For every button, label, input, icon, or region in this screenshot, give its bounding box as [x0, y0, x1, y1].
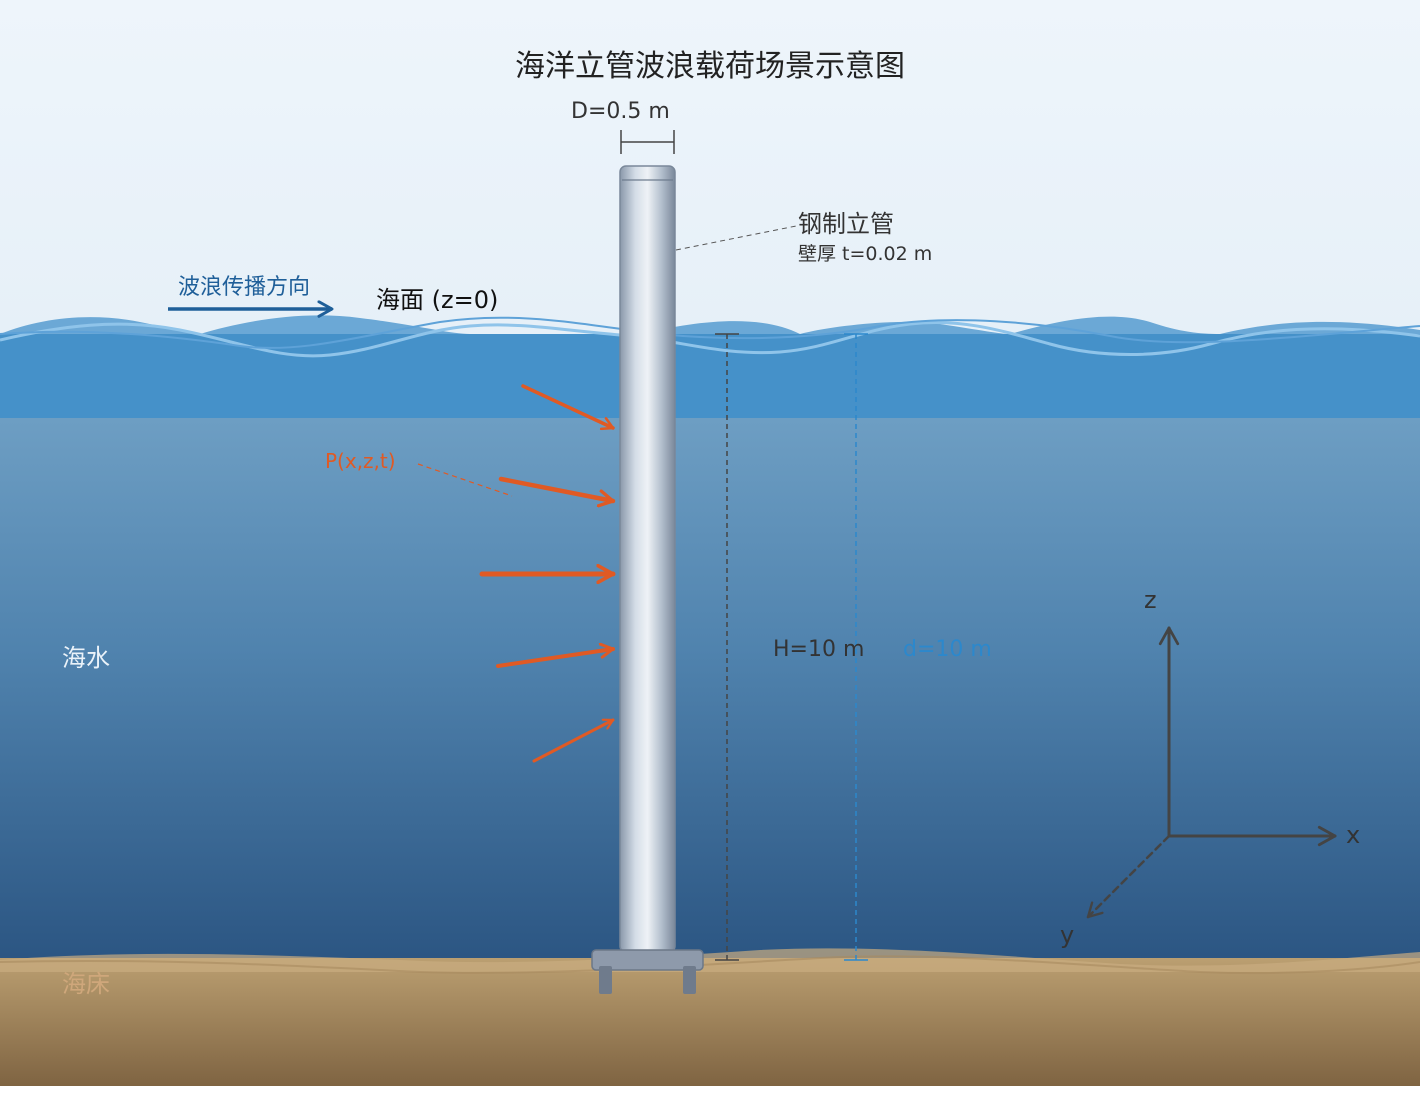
- riser-base-plate: [591, 949, 704, 971]
- pressure-leader-line: [417, 463, 513, 497]
- seawater-body: [0, 334, 1420, 964]
- surface-water-layer: [0, 334, 1420, 418]
- seabed-body: [0, 958, 1420, 1086]
- seabed-ripples-dark: [0, 955, 1420, 975]
- wall-thickness-label: 壁厚 t=0.02 m: [798, 243, 933, 265]
- pressure-arrow-2: [498, 476, 616, 501]
- diameter-label: D=0.5 m: [571, 99, 670, 124]
- seawater-label: 海水: [62, 644, 110, 672]
- x-axis-label: x: [1346, 821, 1361, 849]
- pressure-arrow-5: [532, 718, 615, 763]
- pressure-arrow-1: [521, 384, 615, 428]
- wave-direction-label: 波浪传播方向: [178, 275, 311, 300]
- diameter-dimension: [620, 130, 675, 154]
- riser-leader-line: [675, 225, 797, 251]
- height-label: H=10 m: [773, 637, 865, 662]
- riser-name-label: 钢制立管: [798, 210, 894, 238]
- y-axis-label: y: [1060, 921, 1075, 949]
- pressure-arrows: [479, 384, 616, 763]
- sky-background: [0, 0, 1420, 340]
- wave-crests: [0, 315, 1420, 334]
- seabed-ripples: [0, 948, 1420, 972]
- depth-dimension: [844, 333, 868, 961]
- pressure-label: P(x,z,t): [325, 449, 396, 473]
- diagram-title: 海洋立管波浪载荷场景示意图: [515, 49, 905, 84]
- pressure-arrow-4: [496, 649, 615, 668]
- steel-riser-pipe: [619, 165, 676, 953]
- height-dimension: [715, 333, 739, 961]
- seabed-label: 海床: [62, 970, 110, 998]
- z-axis-label: z: [1144, 586, 1157, 614]
- riser-base-leg-left: [599, 966, 612, 994]
- coordinate-axes: [1086, 626, 1337, 919]
- y-axis: [1086, 834, 1171, 919]
- depth-label: d=10 m: [903, 637, 992, 662]
- riser-base-leg-right: [683, 966, 696, 994]
- sea-surface-label: 海面 (z=0): [376, 286, 499, 314]
